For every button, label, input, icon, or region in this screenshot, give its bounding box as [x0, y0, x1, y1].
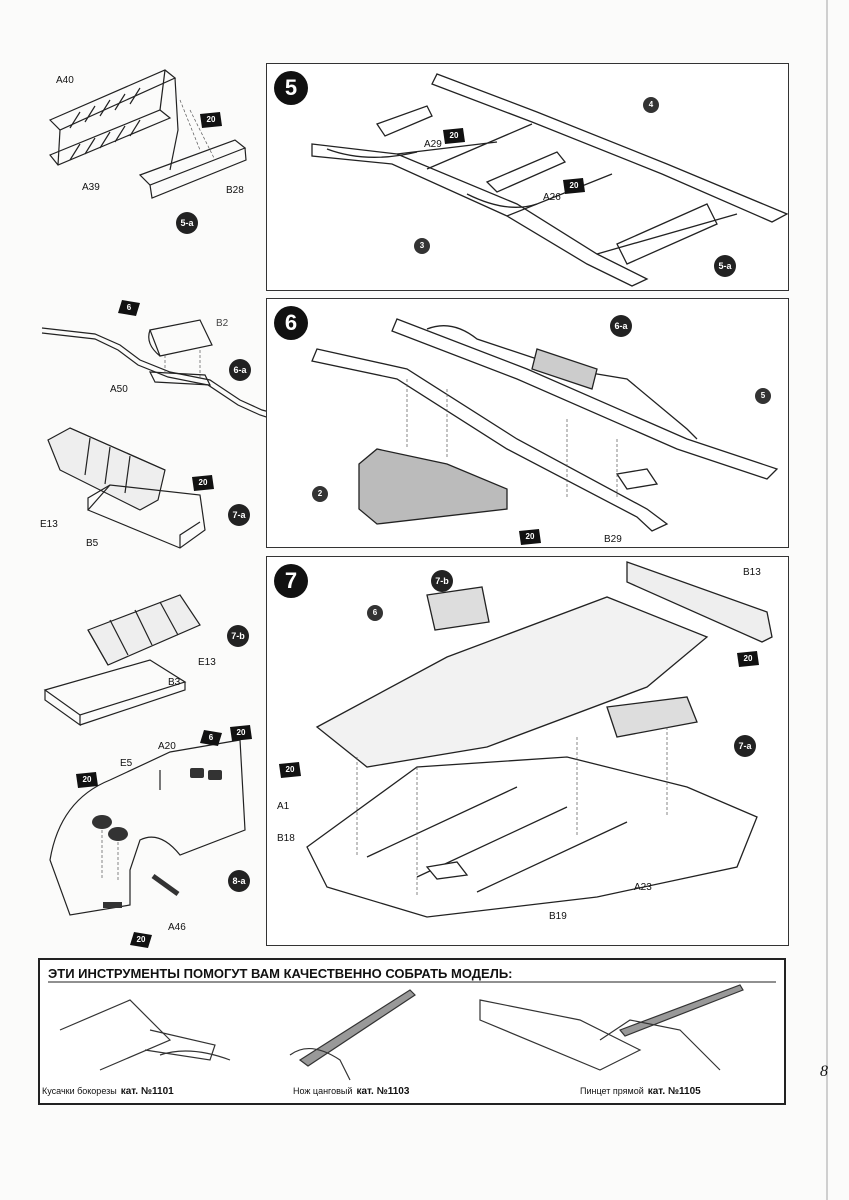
page-edge: [826, 0, 828, 1200]
step-5-frame-drawing: [311, 73, 789, 287]
part-label-b29: B29: [604, 534, 622, 545]
part-label-b5: B5: [86, 538, 99, 549]
subassembly-badge-5a: 5-a: [176, 212, 198, 234]
step-6-panel: 6 B29 20 2 5 6-a: [266, 298, 789, 548]
part-label-b3: B3: [168, 677, 181, 688]
part-label-e5: E5: [120, 758, 133, 769]
callout-2: 2: [312, 486, 328, 502]
step-5-panel: 5 A29 A26 20 20 4 3 5-a: [266, 63, 789, 291]
part-label-a40: A40: [56, 75, 74, 86]
part-label-b2: B2: [216, 318, 229, 329]
tools-title: ЭТИ ИНСТРУМЕНТЫ ПОМОГУТ ВАМ КАЧЕСТВЕННО …: [48, 966, 513, 981]
part-label-a39: A39: [82, 182, 100, 193]
paint-code-badge: 20: [200, 112, 222, 128]
part-label-a26: A26: [543, 192, 561, 203]
paint-code-badge: 20: [737, 651, 759, 667]
subassembly-badge-7b: 7-b: [227, 625, 249, 647]
callout-6: 6: [367, 605, 383, 621]
callout-5: 5: [755, 388, 771, 404]
step-number-7: 7: [274, 564, 308, 598]
subassembly-ref-7b: 7-b: [431, 570, 453, 592]
paint-code-badge: 20: [230, 725, 252, 741]
subassembly-ref-6a: 6-a: [610, 315, 632, 337]
tool-catalog-number: кат. №1103: [356, 1086, 410, 1097]
tool-name: Пинцет прямой: [580, 1086, 644, 1096]
part-label-e13: E13: [40, 519, 58, 530]
tools-drawing: [48, 981, 776, 1081]
subassembly-badge-6a: 6-a: [229, 359, 251, 381]
step-7-body-drawing: [306, 561, 773, 918]
tool-catalog-number: кат. №1101: [120, 1086, 174, 1097]
subassembly-ref-7a: 7-a: [734, 735, 756, 757]
step-number-6: 6: [274, 306, 308, 340]
subassembly-badge-7a: 7-a: [228, 504, 250, 526]
paint-code-badge: 20: [563, 178, 585, 194]
paint-code-badge: 20: [519, 529, 541, 545]
tool-catalog-number: кат. №1105: [647, 1086, 701, 1097]
part-label-b18: B18: [277, 833, 295, 844]
part-label-a46: A46: [168, 922, 186, 933]
part-label-a1: A1: [277, 801, 290, 812]
part-label-b19: B19: [549, 911, 567, 922]
paint-code-badge: 20: [192, 475, 214, 491]
paint-code-badge: 20: [443, 128, 465, 144]
callout-3: 3: [414, 238, 430, 254]
step-6-chassis-drawing: [311, 318, 779, 532]
subassembly-badge-8a: 8-a: [228, 870, 250, 892]
paint-code-badge: 20: [279, 762, 301, 778]
tool-name: Нож цанговый: [293, 1086, 353, 1096]
part-label-b28: B28: [226, 185, 244, 196]
part-label-a50: A50: [110, 384, 128, 395]
part-label-a23: A23: [634, 882, 652, 893]
paint-code-badge: 20: [76, 772, 98, 788]
part-label-b13: B13: [743, 567, 761, 578]
page-number: 8: [820, 1063, 828, 1080]
step-7-panel: 7 B13 A1 B18 A23 B19 20 20 6 7-b 7-a: [266, 556, 789, 946]
step-number-5: 5: [274, 71, 308, 105]
part-label-e13-b: E13: [198, 657, 216, 668]
tool-name: Кусачки бокорезы: [42, 1086, 117, 1096]
tools-panel: ЭТИ ИНСТРУМЕНТЫ ПОМОГУТ ВАМ КАЧЕСТВЕННО …: [38, 958, 786, 1105]
subassembly-ref-5a: 5-a: [714, 255, 736, 277]
paint-code-badge: 6: [200, 730, 222, 746]
paint-code-badge: 6: [118, 300, 140, 316]
part-label-a29: A29: [424, 139, 442, 150]
callout-4: 4: [643, 97, 659, 113]
part-label-a20: A20: [158, 741, 176, 752]
paint-code-badge: 20: [130, 932, 152, 948]
